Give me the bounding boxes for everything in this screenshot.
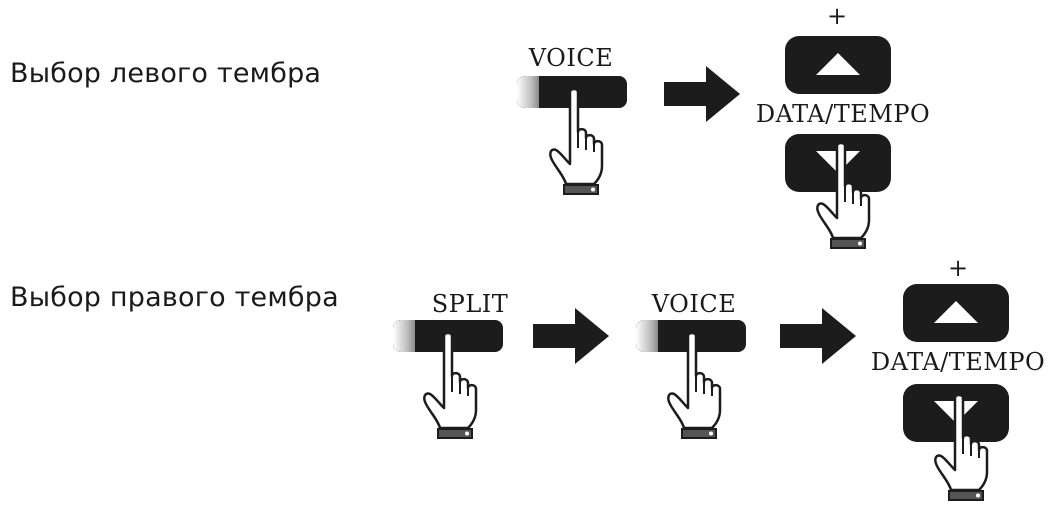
right-arrow-icon [664, 66, 740, 122]
data-tempo-caption: DATA/TEMPO [755, 100, 931, 128]
right-arrow-icon [780, 308, 856, 364]
button-led-strip [393, 320, 415, 352]
pointing-hand-icon [423, 331, 478, 439]
pointing-hand-icon [816, 141, 871, 249]
right-arrow-icon [533, 308, 609, 364]
voice-button-caption: VOICE [651, 290, 737, 318]
data-tempo-up-button[interactable] [903, 284, 1009, 342]
up-triangle-icon [816, 53, 860, 75]
pointing-hand-icon [934, 393, 989, 501]
pointing-hand-icon [549, 87, 604, 195]
pointing-hand-icon [667, 331, 722, 439]
row-label-right-voice: Выбор правого тембра [10, 282, 339, 313]
button-led-strip [517, 76, 539, 108]
data-tempo-up-button[interactable] [785, 36, 891, 94]
split-button-caption: SPLIT [431, 290, 509, 318]
increment-label: + [826, 2, 848, 30]
button-led-strip [636, 320, 658, 352]
increment-label: + [947, 254, 969, 282]
data-tempo-caption: DATA/TEMPO [870, 348, 1046, 376]
row-label-left-voice: Выбор левого тембра [10, 58, 322, 89]
up-triangle-icon [934, 301, 978, 323]
voice-button-caption: VOICE [528, 44, 614, 72]
